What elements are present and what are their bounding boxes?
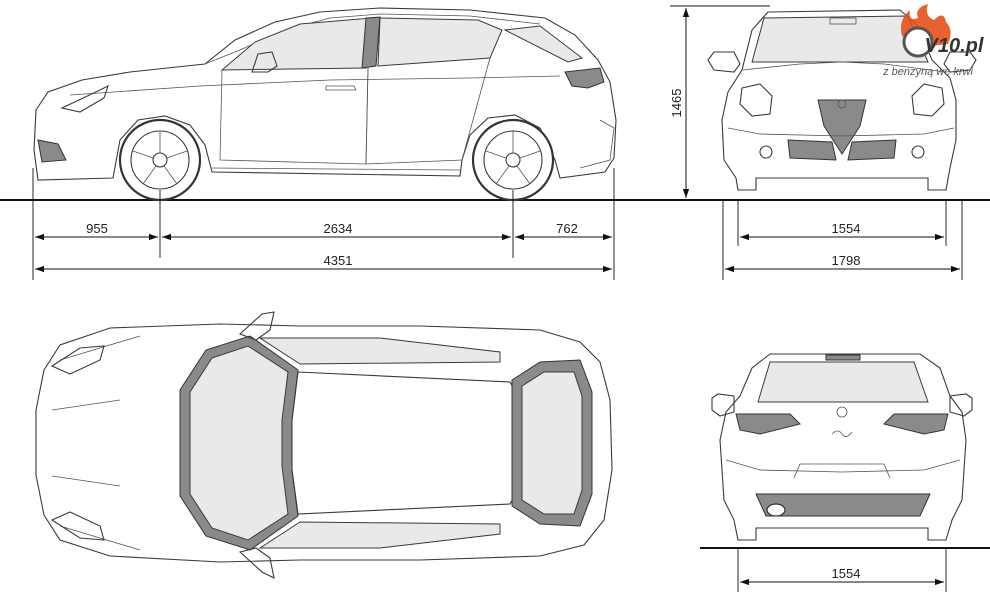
dim-overall-length: 4351 xyxy=(35,253,612,273)
side-front-intake xyxy=(37,139,67,163)
dim-front-overhang: 955 xyxy=(35,221,158,241)
side-body-outline xyxy=(33,7,617,181)
front-overhang-label: 955 xyxy=(86,221,108,236)
rear-view xyxy=(700,353,990,549)
rear-overhang-label: 762 xyxy=(556,221,578,236)
front-headlight-right xyxy=(911,83,945,117)
side-mirror xyxy=(251,51,278,73)
side-character-line xyxy=(69,75,561,96)
side-rear-door xyxy=(365,57,491,165)
side-front-spokes xyxy=(132,131,188,185)
front-lower-grille-right xyxy=(847,139,897,161)
rear-track-label: 1554 xyxy=(832,566,861,581)
rear-exhaust xyxy=(766,503,786,517)
front-mirror-left xyxy=(707,51,741,73)
top-rear-window xyxy=(521,371,583,515)
top-headlight-upper xyxy=(50,345,105,375)
top-headlight-lower xyxy=(50,511,105,541)
front-body-outline xyxy=(721,9,957,191)
side-view xyxy=(0,7,700,202)
side-rear-spokes xyxy=(485,131,541,185)
side-quarter-window xyxy=(503,25,584,63)
front-badge xyxy=(837,99,847,109)
side-roofline xyxy=(204,13,541,65)
side-b-pillar xyxy=(361,16,381,69)
front-lower-grille-left xyxy=(787,139,837,161)
side-window-front xyxy=(220,17,373,71)
rear-taillight-right xyxy=(883,413,949,435)
dim-rear-track: 1554 xyxy=(740,566,944,586)
front-track-label: 1554 xyxy=(832,221,861,236)
rear-dimension-extensions xyxy=(737,548,947,592)
side-rear-bumper xyxy=(579,119,615,169)
top-mirror-upper xyxy=(238,311,275,341)
dim-height: 1465 xyxy=(669,5,770,198)
tyre-icon xyxy=(902,26,934,58)
front-shield-grille xyxy=(817,99,867,155)
front-dimension-extensions xyxy=(722,200,963,280)
rear-mirror-left xyxy=(711,393,735,417)
side-door-handle-front xyxy=(325,85,357,91)
front-windshield xyxy=(751,15,929,63)
rear-window xyxy=(757,361,929,403)
watermark-logo: V10.pl z benzyną we krwi xyxy=(882,4,984,78)
dim-rear-overhang: 762 xyxy=(515,221,612,241)
side-window-rear xyxy=(377,17,503,67)
top-side-window-lower xyxy=(258,521,501,549)
top-windshield xyxy=(189,345,289,541)
rear-taillight-left xyxy=(735,413,801,435)
top-hood-lines xyxy=(51,335,141,551)
side-headlight xyxy=(60,84,109,113)
height-label: 1465 xyxy=(669,89,684,118)
front-bumper-line xyxy=(727,127,955,137)
rear-badge xyxy=(836,406,848,418)
dim-front-track: 1554 xyxy=(740,221,944,241)
side-sill-line xyxy=(211,167,461,171)
overall-length-label: 4351 xyxy=(324,253,353,268)
rear-model-script xyxy=(831,430,853,437)
rear-bumper-line xyxy=(725,459,961,473)
watermark-brand: V10.pl xyxy=(925,35,984,57)
front-bonnet-line xyxy=(741,61,947,73)
front-foglight-left xyxy=(759,145,773,159)
front-headlight-left xyxy=(739,83,773,117)
front-foglight-right xyxy=(911,145,925,159)
rear-brake-light xyxy=(825,354,861,361)
top-mirror-lower xyxy=(238,547,275,579)
dim-wheelbase: 2634 xyxy=(162,221,511,241)
rear-mirror-right xyxy=(949,393,973,417)
side-dimension-extensions xyxy=(32,168,615,280)
watermark-slogan: z benzyną we krwi xyxy=(882,66,973,78)
top-view xyxy=(35,311,613,579)
front-view xyxy=(700,9,990,201)
dim-overall-width: 1798 xyxy=(725,253,960,273)
overall-width-label: 1798 xyxy=(832,253,861,268)
front-camera-housing xyxy=(829,17,857,25)
wheelbase-label: 2634 xyxy=(324,221,353,236)
side-front-door xyxy=(219,67,369,165)
top-roof xyxy=(291,371,521,515)
top-side-window-upper xyxy=(258,337,501,365)
front-mirror-right xyxy=(943,51,977,73)
rear-diffuser xyxy=(755,493,931,517)
side-taillight xyxy=(564,67,605,89)
top-body-outline xyxy=(35,323,613,563)
